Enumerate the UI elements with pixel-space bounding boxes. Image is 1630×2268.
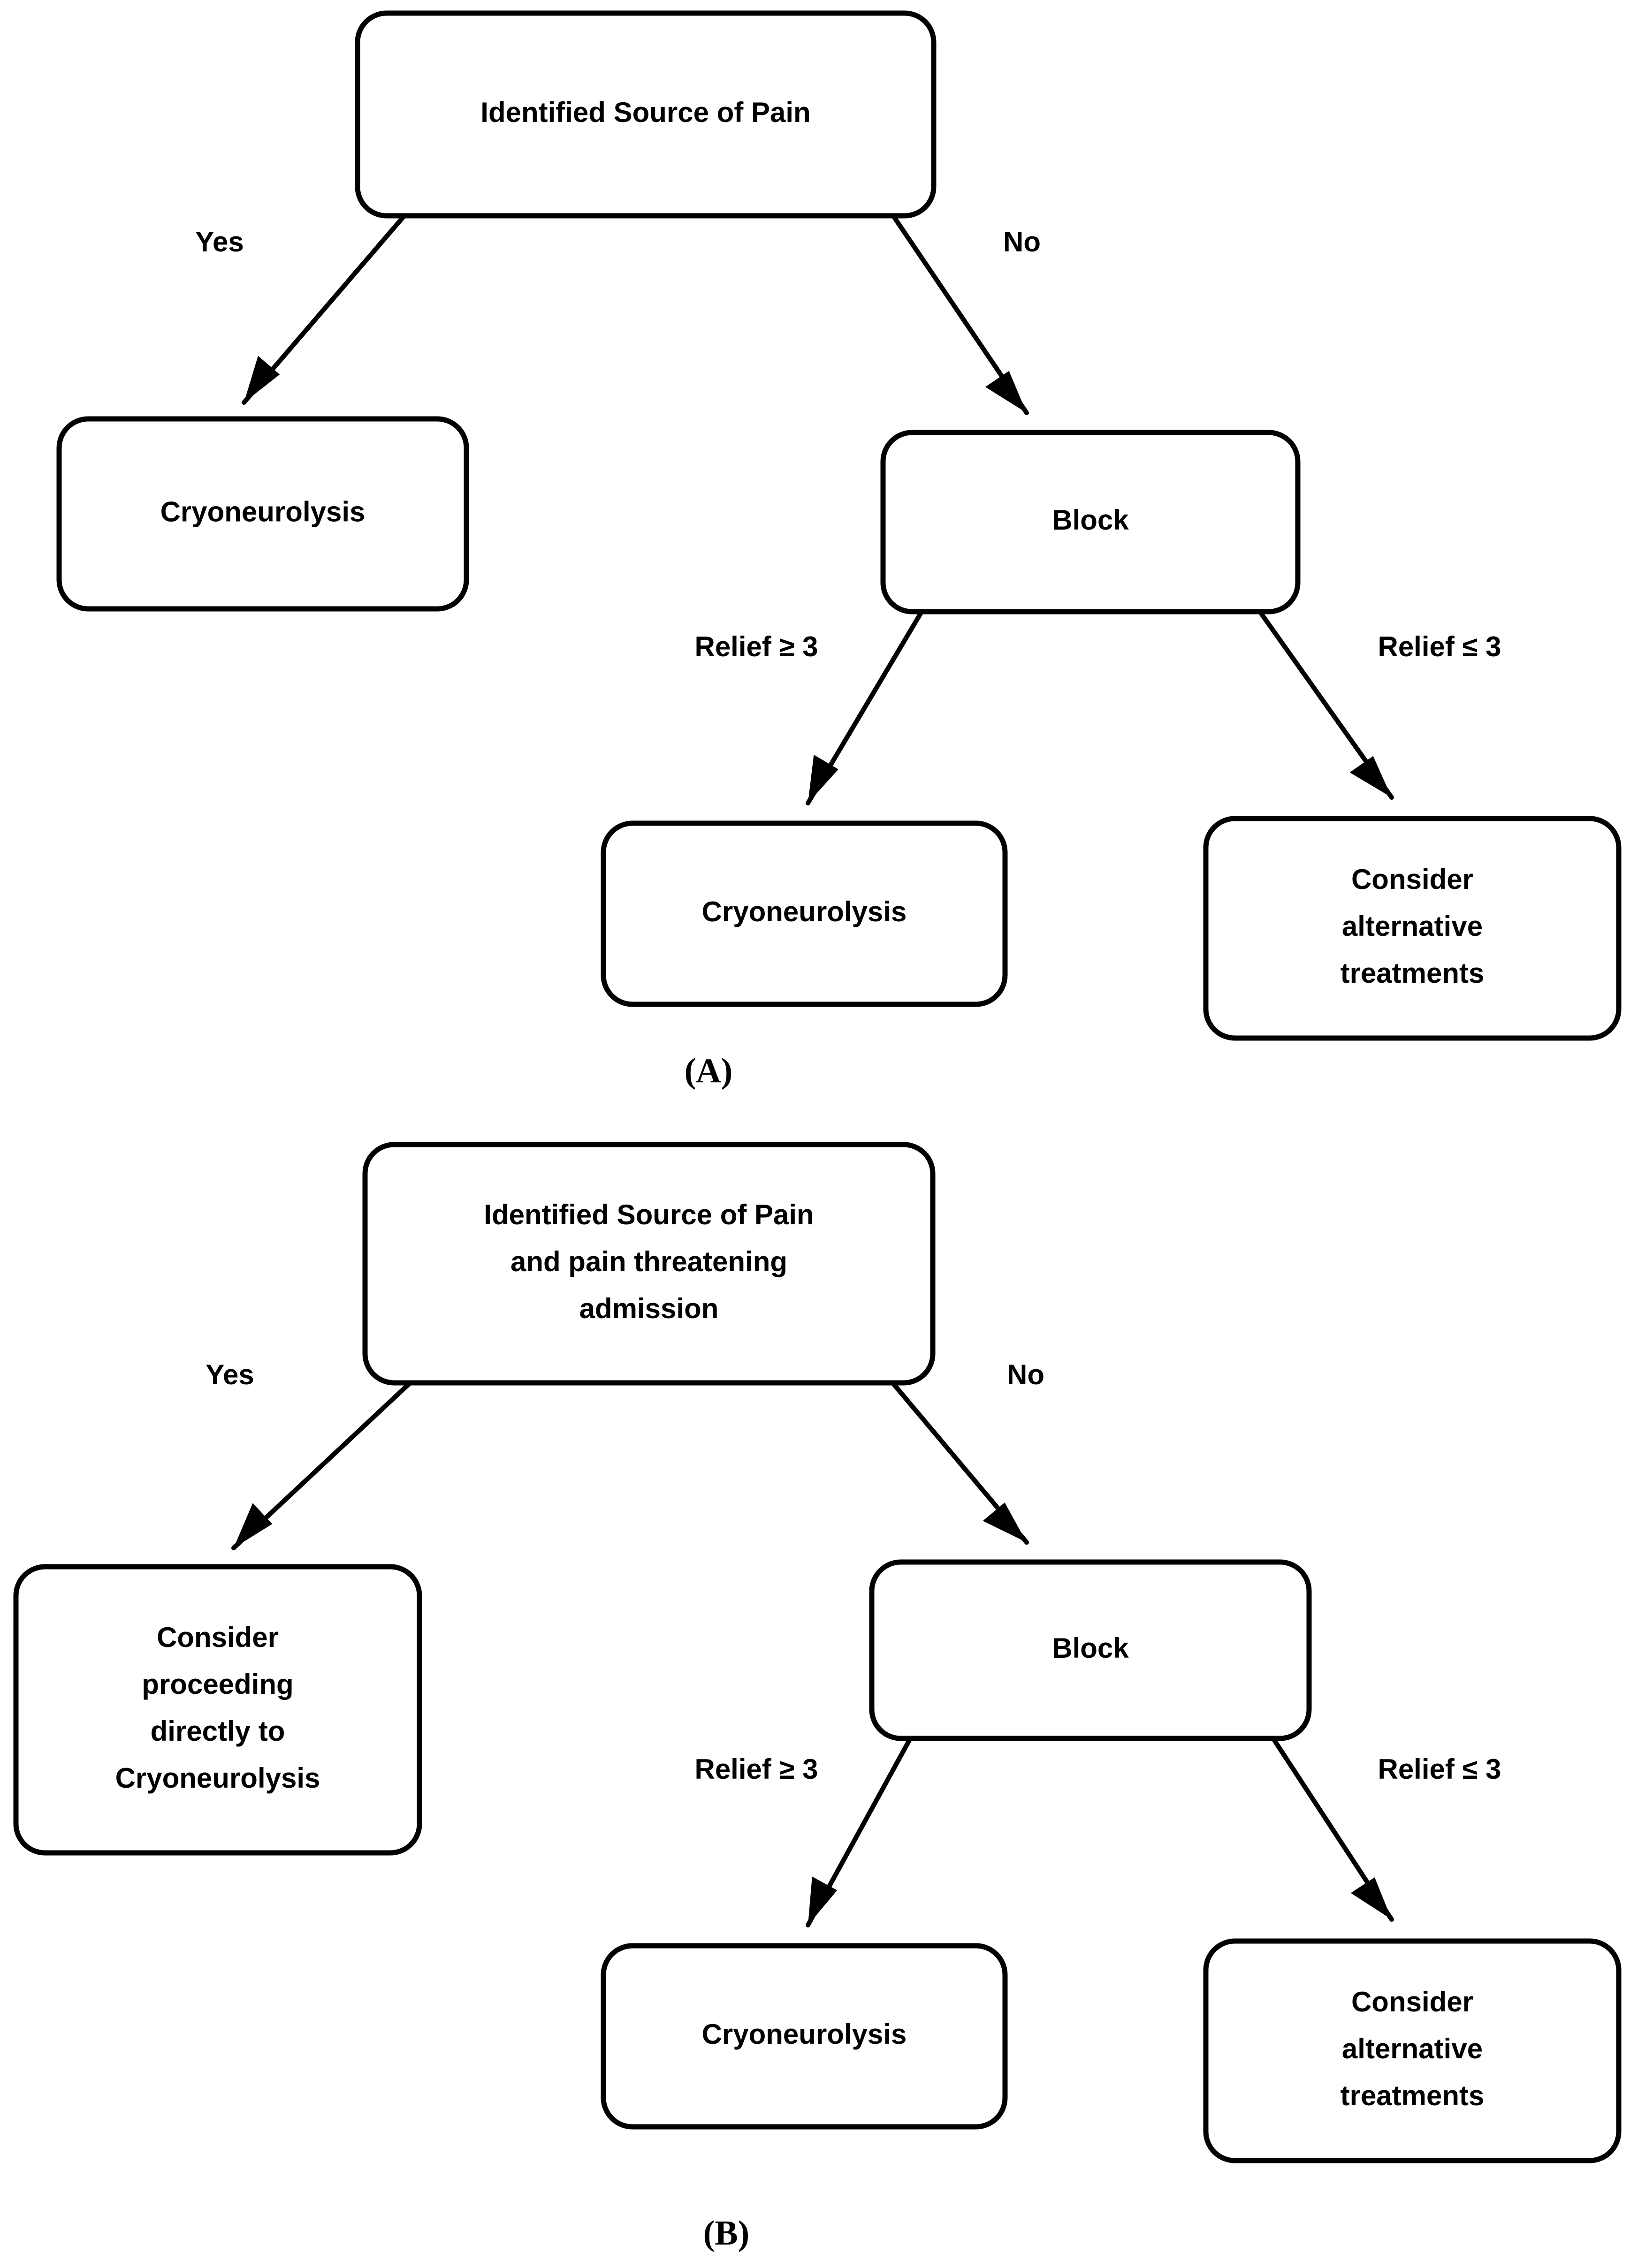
node-label-consider-alternative-treatments: treatments (1341, 957, 1485, 989)
edge-group-edge-root-to-block: No (891, 214, 1041, 415)
node-box-cryoneurolysis-yes[interactable] (56, 416, 469, 612)
node-label-identified-source-of-pain: Identified Source of Pain (480, 97, 810, 128)
node-cryoneurolysis-relief-ge-3[interactable]: Cryoneurolysis (601, 1943, 1008, 2130)
node-consider-proceeding-directly-to-cryoneurolysis[interactable]: Consider proceeding directly to Cryoneuroly… (13, 1564, 422, 1856)
edge-group-edge-block-to-cryo-mid: Relief ≥ 3 (694, 611, 923, 805)
edge-label-edge-root-to-block: No (1003, 226, 1041, 258)
node-box-consider-alternative-treatments[interactable] (1203, 1938, 1622, 2163)
node-label-identified-source-of-pain-and-pain-threatening-admission: admission (579, 1293, 719, 1324)
edge-label-edge-block-to-alt: Relief ≤ 3 (1378, 631, 1501, 662)
edge-group-edge-root-to-block: No (891, 1359, 1044, 1545)
arrow-head-icon (808, 1876, 838, 1925)
node-label-consider-alternative-treatments: alternative (1342, 2033, 1483, 2064)
edge-label-edge-block-to-alt: Relief ≤ 3 (1378, 1753, 1501, 1785)
edge-group-edge-block-to-alt: Relief ≤ 3 (1259, 611, 1501, 800)
edge-group-edge-block-to-alt: Relief ≤ 3 (1272, 1738, 1501, 1922)
arrow-head-icon (234, 1503, 273, 1548)
node-label-consider-proceeding-directly-to-cryoneurolysis: Cryoneurolysis (115, 1762, 320, 1794)
edge-label-edge-root-to-cryo-left: Yes (195, 226, 244, 258)
node-label-cryoneurolysis-relief-ge-3: Cryoneurolysis (702, 2018, 907, 2050)
arrow-head-icon (1349, 756, 1392, 797)
node-cryoneurolysis-yes[interactable]: Cryoneurolysis (56, 416, 469, 612)
node-box-cryoneurolysis-relief-ge-3[interactable] (601, 1943, 1008, 2130)
node-box-identified-source-of-pain[interactable] (355, 10, 937, 219)
node-label-consider-alternative-treatments: Consider (1351, 864, 1473, 895)
arrow-head-icon (808, 754, 838, 803)
node-box-cryoneurolysis-relief-ge-3[interactable] (601, 820, 1008, 1007)
node-box-consider-alternative-treatments[interactable] (1203, 816, 1622, 1041)
node-label-consider-proceeding-directly-to-cryoneurolysis: Consider (157, 1622, 279, 1653)
arrow-head-icon (244, 356, 280, 402)
panel-caption-a: (A) (685, 1052, 733, 1090)
node-label-identified-source-of-pain-and-pain-threatening-admission: and pain threatening (510, 1246, 787, 1277)
edge-label-edge-root-to-cryo-direct: Yes (206, 1359, 254, 1390)
node-box-block[interactable] (880, 430, 1301, 614)
edge-label-edge-block-to-cryo-mid: Relief ≥ 3 (694, 1753, 818, 1785)
node-label-block: Block (1052, 1632, 1129, 1664)
edge-group-edge-block-to-cryo-mid: Relief ≥ 3 (694, 1738, 912, 1927)
node-identified-source-of-pain[interactable]: Identified Source of Pain (355, 10, 937, 219)
edge-label-edge-block-to-cryo-mid: Relief ≥ 3 (694, 631, 818, 662)
node-label-consider-alternative-treatments: treatments (1341, 2080, 1485, 2111)
node-consider-alternative-treatments[interactable]: Consider alternative treatments (1203, 1938, 1622, 2163)
node-label-cryoneurolysis-yes: Cryoneurolysis (160, 496, 366, 527)
node-box-identified-source-of-pain-and-pain-threatening-admission[interactable] (362, 1142, 936, 1386)
captions-layer: (A) (B) (685, 1052, 750, 2253)
arrow-head-icon (985, 371, 1027, 413)
node-identified-source-of-pain-and-pain-threatening-admission[interactable]: Identified Source of Pain and pain threat… (362, 1142, 936, 1386)
edge-group-edge-root-to-cryo-direct: Yes (206, 1359, 411, 1550)
arrow-head-icon (1350, 1877, 1392, 1919)
edge-group-edge-root-to-cryo-left: Yes (195, 214, 406, 405)
node-consider-alternative-treatments[interactable]: Consider alternative treatments (1203, 816, 1622, 1041)
node-label-consider-proceeding-directly-to-cryoneurolysis: proceeding (142, 1669, 293, 1700)
arrow-head-icon (983, 1502, 1027, 1542)
panel-caption-b: (B) (703, 2214, 750, 2253)
node-block[interactable]: Block (880, 430, 1301, 614)
node-cryoneurolysis-relief-ge-3[interactable]: Cryoneurolysis (601, 820, 1008, 1007)
node-block[interactable]: Block (869, 1559, 1312, 1741)
node-label-block: Block (1052, 504, 1129, 536)
node-label-consider-proceeding-directly-to-cryoneurolysis: directly to (151, 1715, 285, 1747)
node-label-consider-alternative-treatments: Consider (1351, 1986, 1473, 2018)
node-label-cryoneurolysis-relief-ge-3: Cryoneurolysis (702, 896, 907, 927)
edge-label-edge-root-to-block: No (1007, 1359, 1044, 1390)
node-box-consider-proceeding-directly-to-cryoneurolysis[interactable] (13, 1564, 422, 1856)
node-label-identified-source-of-pain-and-pain-threatening-admission: Identified Source of Pain (484, 1199, 814, 1230)
node-label-consider-alternative-treatments: alternative (1342, 910, 1483, 942)
node-box-block[interactable] (869, 1559, 1312, 1741)
